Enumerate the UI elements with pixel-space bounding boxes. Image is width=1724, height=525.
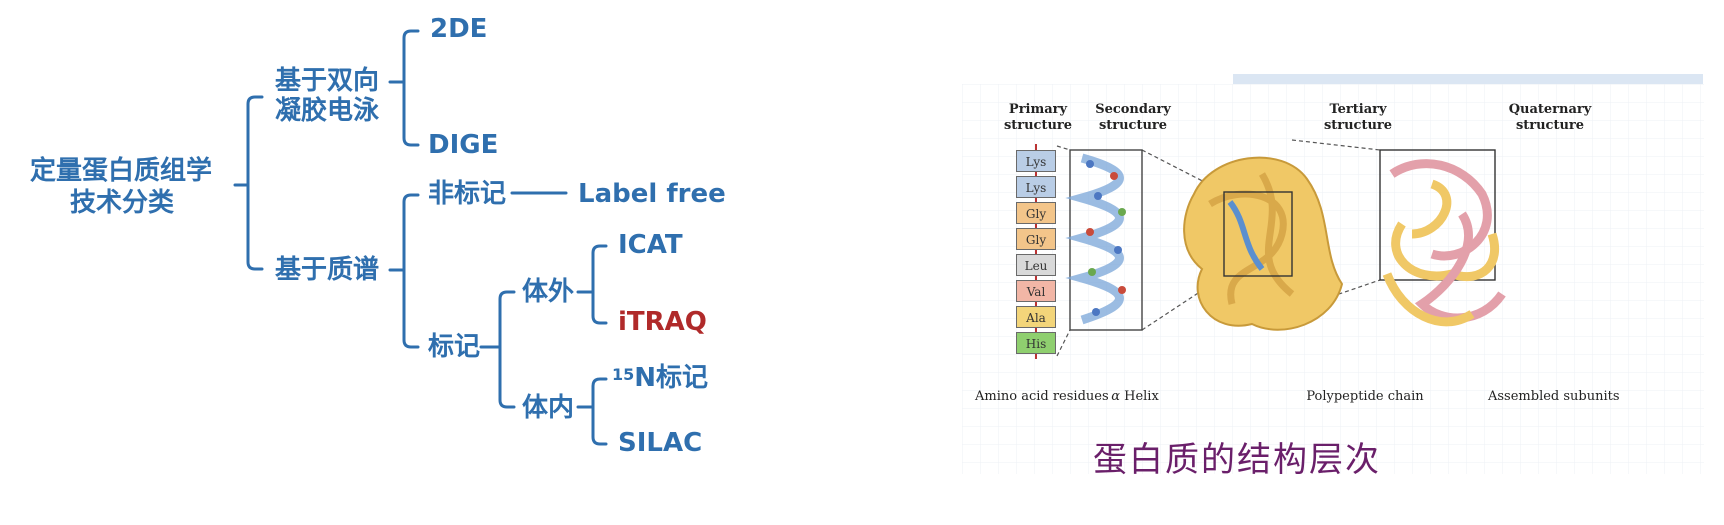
header-tertiary: Tertiary structure — [1323, 102, 1393, 133]
header-quaternary: Quaternary structure — [1508, 102, 1592, 133]
gel-leaf-2de: 2DE — [430, 14, 488, 44]
label-amino-acid-residues: Amino acid residues — [975, 389, 1109, 404]
n15-label-leaf: 15N标记 — [612, 363, 708, 393]
figure-graphics — [962, 84, 1704, 474]
label-alpha-helix: α Helix — [1100, 389, 1170, 404]
ms-branch-label: 基于质谱 — [275, 255, 380, 285]
root-label-line1: 定量蛋白质组学 — [30, 156, 213, 186]
itraq-leaf: iTRAQ — [618, 307, 707, 337]
header-primary: Primary structure — [1003, 102, 1073, 133]
n15-superscript: 15 — [612, 365, 635, 384]
amino-acid-box: His — [1016, 332, 1056, 354]
figure-caption: 蛋白质的结构层次 — [1093, 440, 1381, 480]
silac-leaf: SILAC — [618, 428, 703, 458]
in-vivo-label: 体内 — [522, 393, 575, 423]
tree-connector-lines — [233, 29, 608, 446]
in-vitro-label: 体外 — [522, 277, 575, 307]
unlabeled-label: 非标记 — [428, 179, 507, 209]
amino-acid-box: Ala — [1016, 306, 1056, 328]
labeled-label: 标记 — [428, 332, 481, 362]
root-label-line2: 技术分类 — [70, 188, 175, 218]
gel-leaf-dige: DIGE — [428, 130, 499, 160]
amino-acid-box: Leu — [1016, 254, 1056, 276]
amino-acid-box: Lys — [1016, 176, 1056, 198]
alpha-symbol: α — [1111, 389, 1120, 404]
header-secondary: Secondary structure — [1095, 102, 1171, 133]
gel-branch-label-line2: 凝胶电泳 — [275, 96, 380, 126]
gel-branch-label-line1: 基于双向 — [275, 66, 380, 96]
amino-acid-box: Gly — [1016, 228, 1056, 250]
figure-top-strip — [1233, 74, 1703, 84]
helix-text: Helix — [1124, 389, 1159, 404]
label-polypeptide-chain: Polypeptide chain — [1306, 389, 1424, 404]
amino-acid-box: Gly — [1016, 202, 1056, 224]
amino-acid-box: Val — [1016, 280, 1056, 302]
n15-text: N标记 — [634, 363, 709, 393]
icat-leaf: ICAT — [618, 230, 683, 260]
label-free-leaf: Label free — [578, 179, 726, 209]
amino-acid-box: Lys — [1016, 150, 1056, 172]
label-assembled-subunits: Assembled subunits — [1488, 389, 1620, 404]
